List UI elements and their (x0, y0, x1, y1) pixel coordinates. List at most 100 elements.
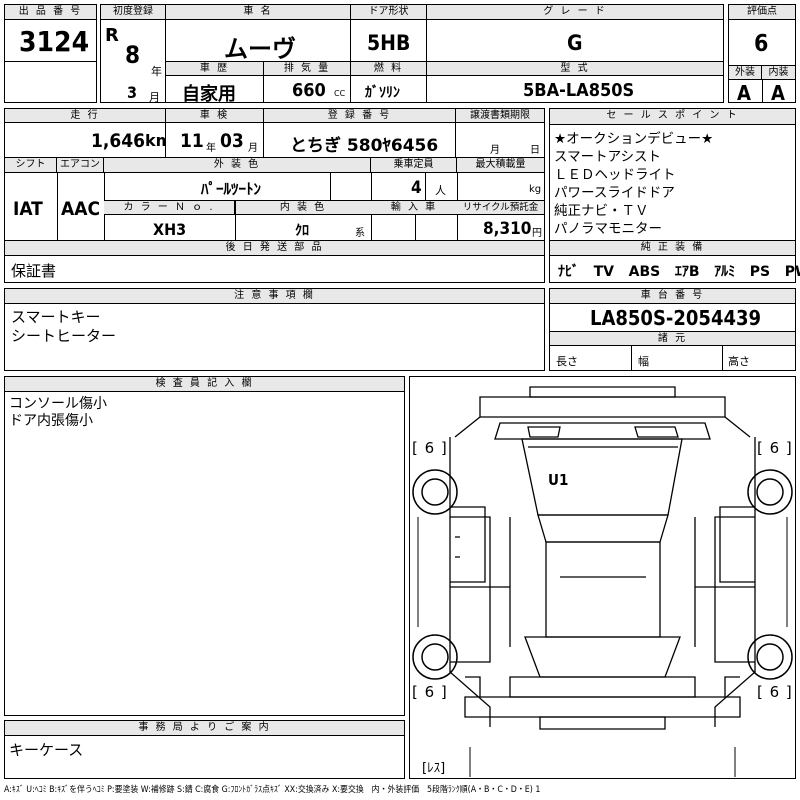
score-box: 評価点 6 外装 内装 A A (728, 4, 796, 105)
lot-number: 3124 (19, 25, 90, 58)
right-side-panel (714, 437, 756, 727)
equipment-item: TV (593, 264, 615, 280)
capacity-label: 乗車定員 (371, 158, 457, 173)
first-reg-month: 3 (127, 83, 138, 102)
rear-window (524, 636, 681, 678)
import-label: 輸 入 車 (371, 200, 457, 215)
score-ext-label: 外装 (729, 66, 762, 80)
chassis-value: LA850S-2054439 (590, 306, 762, 330)
door-box: ドア形状 5HB (350, 4, 427, 62)
reg-no-label: 登 録 番 号 (264, 109, 455, 123)
transfer-day-unit: 日 (530, 145, 540, 156)
grade-label: グ レ ー ド (427, 5, 723, 20)
front-bumper (529, 386, 676, 398)
transfer-box: 譲渡書類期限 月 日 (455, 108, 545, 158)
specs-label: 諸 元 (550, 331, 795, 346)
sales-points-list: ★オークションデビュー★ スマートアシスト ＬＥＤヘッドライト パワースライドド… (554, 130, 713, 238)
reg-no-box: 登 録 番 号 とちぎ 580ﾔ6456 (263, 108, 456, 158)
inspector-line: コンソール傷小 (9, 396, 107, 412)
ac-label: エアコン (57, 158, 104, 173)
door-value: 5HB (367, 31, 411, 55)
ac-value: AAC (61, 198, 101, 220)
int-color-label: 内 装 色 (235, 200, 371, 215)
ext-color-value: ﾊﾟｰﾙﾂｰﾄﾝ (201, 180, 262, 198)
car-diagram-box: [ 6 ] [ 6 ] [ 6 ] [ 6 ] U1 [ﾚｽ] (409, 376, 796, 779)
history-label: 車 歴 (166, 62, 263, 76)
lot-label: 出 品 番 号 (5, 5, 96, 20)
office-box: 事 務 局 よ り ご 案 内 キーケース (4, 720, 405, 779)
inspection-year-unit: 年 (206, 143, 216, 154)
car-diagram (412, 386, 793, 777)
capacity-value: 4 (411, 178, 422, 198)
equipment-item: PW (784, 264, 800, 280)
score-int-label: 内装 (762, 66, 795, 80)
fuel-label: 燃 料 (351, 62, 426, 76)
sales-point-item: 純正ナビ・ＴＶ (554, 203, 649, 219)
lot-box: 出 品 番 号 3124 (4, 4, 97, 62)
car-name-box: 車 名 ムーヴ (165, 4, 351, 63)
wheel-rear-right (747, 634, 793, 680)
inspection-year: 11 (180, 130, 204, 152)
note-line: スマートキー (11, 308, 101, 326)
first-reg-month-unit: 月 (149, 91, 160, 104)
inspection-month: 03 (220, 130, 244, 152)
model-value: 5BA-LA850S (523, 80, 635, 101)
first-reg-year-unit: 年 (151, 65, 162, 78)
lot-box-lower (4, 61, 97, 103)
transfer-label: 譲渡書類期限 (456, 109, 544, 123)
tire-rear-right: [ 6 ] (757, 683, 793, 701)
rear-bumper (464, 696, 741, 718)
inspector-label: 検 査 員 記 入 欄 (5, 377, 404, 392)
equipment-item: ABS (628, 264, 661, 280)
score-ext-value: A (737, 81, 751, 105)
width-label: 幅 (638, 355, 649, 368)
mileage-label: 走 行 (5, 109, 165, 123)
reg-no-value: とちぎ 580ﾔ6456 (290, 136, 439, 156)
inspection-box: 車 検 11 年 03 月 (165, 108, 264, 158)
fuel-box: 燃 料 ｶﾞｿﾘﾝ (350, 61, 427, 103)
displacement-value: 660 (292, 80, 326, 101)
height-label: 高さ (728, 355, 750, 368)
int-color-value: ｸﾛ (295, 223, 309, 239)
recycle-label: リサイクル預託金 (457, 200, 544, 215)
notes-list: スマートキー シートヒーター (11, 308, 116, 346)
notes-label: 注 意 事 項 欄 (5, 289, 544, 304)
shift-label: シフト (5, 158, 57, 173)
transfer-month-unit: 月 (490, 145, 500, 156)
equipment-item: PS (749, 264, 771, 280)
inspection-label: 車 検 (166, 109, 263, 123)
fuel-value: ｶﾞｿﾘﾝ (365, 85, 400, 101)
later-parts-value: 保証書 (11, 262, 57, 280)
tire-rear-left: [ 6 ] (412, 683, 448, 701)
door-label: ドア形状 (351, 5, 426, 20)
color-no-label: カ ラ ー Ｎ ｏ . (104, 200, 235, 215)
first-reg-year: 8 (125, 41, 141, 69)
car-name-value: ムーヴ (224, 35, 296, 63)
displacement-unit: CC (334, 89, 346, 98)
score-int-value: A (771, 81, 785, 105)
inspector-box: 検 査 員 記 入 欄 コンソール傷小 ドア内張傷小 (4, 376, 405, 716)
wheel-front-right (747, 469, 793, 515)
first-reg-box: 初度登録 R 8 年 3 月 (100, 4, 166, 104)
roof (545, 541, 661, 638)
displacement-box: 排 気 量 660 CC (263, 61, 351, 103)
mileage-value: 1,646 (91, 130, 146, 152)
shift-value: IAT (13, 198, 43, 220)
model-label: 型 式 (427, 62, 723, 76)
left-side-panel (449, 437, 491, 727)
color-no-value: XH3 (153, 220, 187, 239)
first-reg-era: R (105, 25, 119, 46)
office-label: 事 務 局 よ り ご 案 内 (5, 721, 404, 736)
score-value: 6 (754, 31, 769, 57)
sales-point-item: ＬＥＤヘッドライト (554, 167, 676, 183)
first-reg-label: 初度登録 (101, 5, 165, 20)
equipment-item: ﾅﾋﾞ (558, 264, 579, 280)
wheel-front-left (412, 469, 458, 515)
office-value: キーケース (9, 741, 84, 759)
displacement-label: 排 気 量 (264, 62, 350, 76)
int-color-unit: 系 (355, 228, 365, 239)
notes-box: 注 意 事 項 欄 スマートキー シートヒーター (4, 288, 545, 371)
wheel-rear-left (412, 634, 458, 680)
history-box: 車 歴 自家用 (165, 61, 264, 105)
chassis-label: 車 台 番 号 (550, 289, 795, 304)
